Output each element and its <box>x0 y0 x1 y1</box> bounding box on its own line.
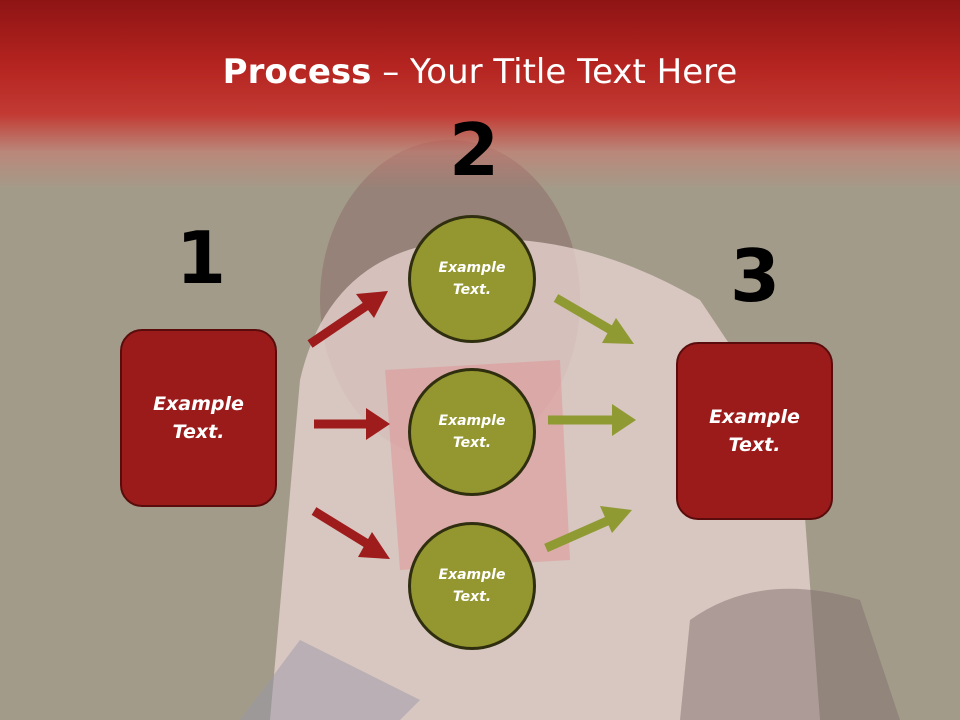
arrow-olive-up <box>544 506 632 553</box>
circle-middle-line1: Example <box>438 412 506 429</box>
circle-top-line1: Example <box>438 259 506 276</box>
header-band <box>0 0 960 190</box>
step-number-1: 1 <box>176 216 227 300</box>
right-box[interactable]: Example Text. <box>676 342 833 520</box>
arrow-olive-right <box>548 404 636 436</box>
left-box-line1: Example <box>153 392 244 415</box>
title-bold: Process <box>222 52 372 92</box>
slide-title: Process – Your Title Text Here <box>0 52 960 92</box>
left-box-line2: Text. <box>172 421 225 443</box>
circle-bottom-line1: Example <box>438 566 506 583</box>
circle-top-line2: Text. <box>452 282 492 298</box>
step-number-2: 2 <box>449 108 500 192</box>
title-dash: – <box>371 52 411 92</box>
circle-middle-line2: Text. <box>452 435 492 451</box>
arrow-red-right <box>314 408 390 440</box>
left-box[interactable]: Example Text. <box>120 329 277 507</box>
right-box-line2: Text. <box>728 434 781 456</box>
arrow-olive-down <box>553 294 634 344</box>
arrow-red-down <box>311 507 390 559</box>
circle-bottom-line2: Text. <box>452 589 492 605</box>
circle-top[interactable]: Example Text. <box>408 215 536 343</box>
circle-middle[interactable]: Example Text. <box>408 368 536 496</box>
title-rest: Your Title Text Here <box>410 52 738 92</box>
arrow-red-up <box>307 291 388 348</box>
step-number-3: 3 <box>730 234 781 318</box>
circle-bottom[interactable]: Example Text. <box>408 522 536 650</box>
right-box-line1: Example <box>709 405 800 428</box>
